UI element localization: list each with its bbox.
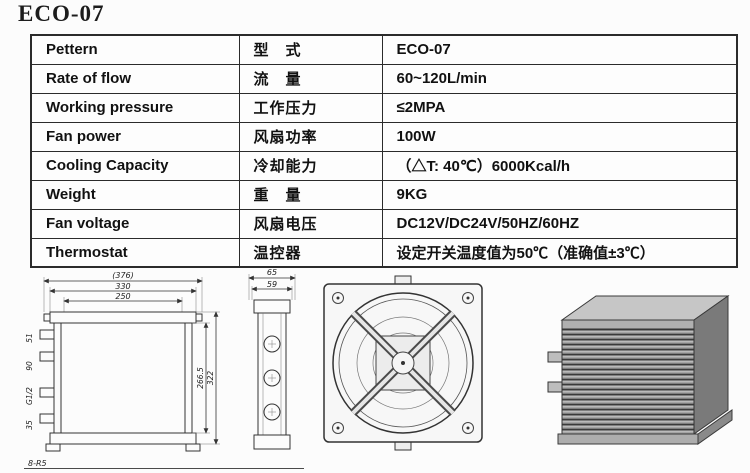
spec-label-cn: 工作压力 xyxy=(238,92,383,123)
spec-label-en: Fan power xyxy=(30,121,240,152)
corner-screw-hole xyxy=(332,292,344,304)
spec-label-cn: 风扇功率 xyxy=(238,121,383,152)
spec-label-en: Rate of flow xyxy=(30,63,240,94)
dim-label-35: 35 xyxy=(25,420,34,430)
cooler-perspective-drawing xyxy=(547,295,733,445)
dim-label-322: 322 xyxy=(206,371,215,386)
dim-label-51: 51 xyxy=(25,333,34,343)
spec-label-cn: 温控器 xyxy=(238,237,383,268)
spec-label-cn: 型 式 xyxy=(238,34,383,65)
table-row: Pettern 型 式 ECO-07 xyxy=(30,34,738,65)
spec-label-cn: 流 量 xyxy=(238,63,383,94)
table-row: Fan power 风扇功率 100W xyxy=(30,121,738,152)
corner-screw-hole xyxy=(332,422,344,434)
spec-label-en: Fan voltage xyxy=(30,208,240,239)
dim-label-266-5: 266.5 xyxy=(196,367,205,389)
spec-value: ≤2MPA xyxy=(381,92,738,123)
dim-label-59: 59 xyxy=(267,280,277,289)
spec-value: 60~120L/min xyxy=(381,63,738,94)
front-view-drawing: (376) 330 250 51 90 G1/2 35 266.5 322 8-… xyxy=(25,271,220,468)
dim-label-overall-width: (376) xyxy=(112,271,134,280)
dim-label-thread-g12: G1/2 xyxy=(25,387,34,405)
dim-label-8r5: 8-R5 xyxy=(28,459,47,468)
table-row: Fan voltage 风扇电压 DC12V/DC24V/50HZ/60HZ xyxy=(30,208,738,239)
spec-label-cn: 冷却能力 xyxy=(238,150,383,181)
table-row: Rate of flow 流 量 60~120L/min xyxy=(30,63,738,94)
spec-value: ECO-07 xyxy=(381,34,738,65)
spec-label-en: Thermostat xyxy=(30,237,240,268)
fan-view-drawing xyxy=(323,275,483,451)
corner-screw-hole xyxy=(462,422,474,434)
corner-screw-hole xyxy=(462,292,474,304)
dim-label-width-330: 330 xyxy=(115,282,130,291)
spec-table: Pettern 型 式 ECO-07 Rate of flow 流 量 60~1… xyxy=(30,34,738,268)
cooler-side-face xyxy=(693,295,729,435)
table-row: Weight 重 量 9KG xyxy=(30,179,738,210)
dim-label-width-250: 250 xyxy=(115,292,130,301)
drawing-baseline xyxy=(24,468,304,469)
cooler-fin-core xyxy=(561,328,695,435)
dim-label-65: 65 xyxy=(267,268,277,277)
cooler-fitting xyxy=(547,351,563,363)
page-title: ECO-07 xyxy=(18,1,105,26)
side-view-drawing: 65 59 xyxy=(248,268,296,450)
spec-value: （△T: 40℃）6000Kcal/h xyxy=(381,150,738,181)
spec-label-cn: 重 量 xyxy=(238,179,383,210)
spec-label-en: Working pressure xyxy=(30,92,240,123)
spec-label-en: Weight xyxy=(30,179,240,210)
table-row: Working pressure 工作压力 ≤2MPA xyxy=(30,92,738,123)
spec-label-en: Cooling Capacity xyxy=(30,150,240,181)
spec-value: 100W xyxy=(381,121,738,152)
spec-label-en: Pettern xyxy=(30,34,240,65)
spec-value: 设定开关温度值为50℃（准确值±3℃） xyxy=(381,237,738,268)
spec-value: 9KG xyxy=(381,179,738,210)
spec-value: DC12V/DC24V/50HZ/60HZ xyxy=(381,208,738,239)
cooler-fitting xyxy=(547,381,563,393)
spec-label-cn: 风扇电压 xyxy=(238,208,383,239)
dim-label-90: 90 xyxy=(25,361,34,371)
table-row: Thermostat 温控器 设定开关温度值为50℃（准确值±3℃） xyxy=(30,237,738,268)
fan-guard-ring xyxy=(332,292,474,434)
table-row: Cooling Capacity 冷却能力 （△T: 40℃）6000Kcal/… xyxy=(30,150,738,181)
